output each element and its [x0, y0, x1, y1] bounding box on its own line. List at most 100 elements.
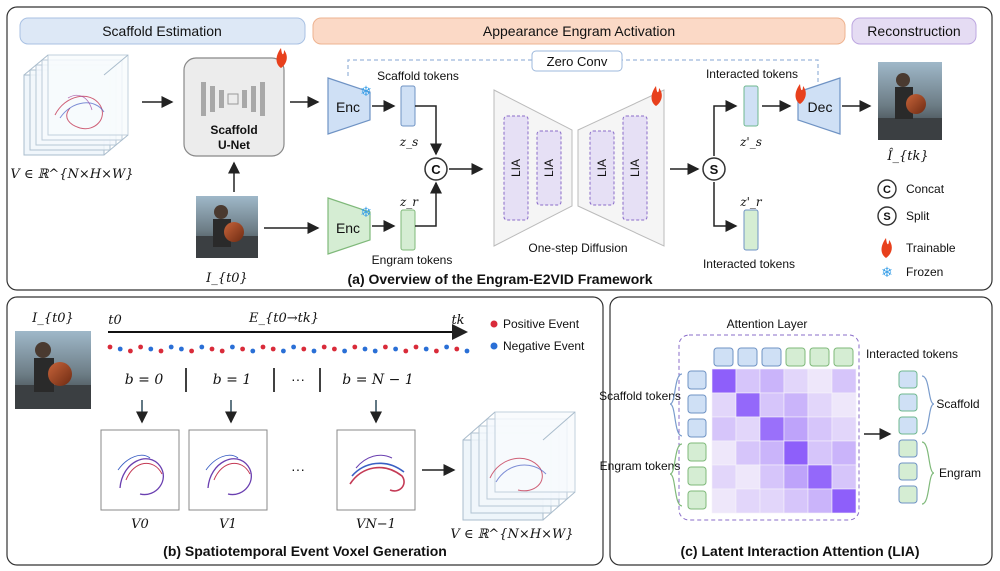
- attention-cell: [807, 392, 833, 418]
- interacted-engram-bar: [743, 209, 759, 251]
- voxel-label-n: VN−1: [356, 517, 396, 532]
- lia-block-4: [622, 115, 648, 221]
- interacted-token: [898, 416, 918, 435]
- zr-label: z_r: [399, 195, 419, 209]
- attention-cell: [807, 488, 833, 514]
- query-token: [809, 347, 830, 367]
- attention-cell: [783, 416, 809, 442]
- positive-event-dot: [138, 344, 144, 350]
- positive-event-dot: [240, 346, 246, 352]
- positive-event-dot: [270, 346, 276, 352]
- attention-layer-label: Attention Layer: [727, 317, 808, 331]
- query-token: [833, 347, 854, 367]
- arrow-split-to-zr-prime: [713, 182, 738, 232]
- lia-label-3: LIA: [595, 159, 609, 177]
- event-dot-row: [107, 344, 470, 354]
- voxel-cube-b: [462, 411, 576, 521]
- attention-cell: [759, 488, 785, 514]
- caption-c: (c) Latent Interaction Attention (LIA): [680, 543, 919, 559]
- stage-scaffold-pill: [19, 17, 306, 45]
- attention-cell: [807, 416, 833, 442]
- engram-enc-label: Enc: [336, 220, 360, 236]
- concat-node: [424, 157, 448, 181]
- concat-symbol: C: [431, 162, 441, 177]
- flame-icon: [795, 84, 806, 104]
- positive-event-dot: [158, 348, 164, 354]
- attention-cell: [735, 488, 761, 514]
- legend-concat-label: Concat: [906, 182, 945, 196]
- legend-split-label: Split: [906, 209, 930, 223]
- voxel-label-0: V0: [131, 517, 149, 532]
- query-token-row: [713, 347, 854, 367]
- interacted-scaffold-bar: [743, 85, 759, 127]
- negative-event-dot: [444, 344, 449, 350]
- scaffold-unet-block: [183, 57, 285, 157]
- query-token: [785, 347, 806, 367]
- attention-cell: [831, 392, 857, 418]
- voxel-label-1: V1: [219, 517, 237, 532]
- engram-label-right: Engram: [939, 466, 981, 480]
- key-token: [687, 466, 707, 486]
- decoder: [797, 77, 841, 135]
- query-token: [761, 347, 782, 367]
- positive-event-dot: [352, 344, 358, 350]
- positive-event-dot: [189, 348, 195, 354]
- zs-label: z_s: [399, 135, 418, 149]
- t0-label: t0: [108, 313, 122, 328]
- attention-cell: [807, 464, 833, 490]
- scaffold-encoder: [327, 77, 371, 135]
- key-token-column: [687, 370, 707, 510]
- negative-event-dot: [393, 346, 398, 352]
- engram-brace-right: [921, 441, 935, 505]
- attention-layer-frame: [678, 334, 860, 521]
- attention-cell: [711, 464, 737, 490]
- attention-cell: [759, 368, 785, 394]
- engram-encoder: [327, 197, 371, 255]
- stage-activation-label: Appearance Engram Activation: [483, 23, 675, 39]
- voxel-label-ellipsis: ···: [291, 461, 305, 477]
- interacted-tokens-label-c: Interacted tokens: [866, 347, 958, 361]
- caption-b: (b) Spatiotemporal Event Voxel Generatio…: [163, 543, 447, 559]
- attention-cell: [711, 488, 737, 514]
- positive-event-dot: [127, 348, 133, 354]
- attention-cell: [759, 416, 785, 442]
- snowflake-icon: ❄: [360, 83, 372, 99]
- engram-brace-left: [669, 443, 683, 507]
- interacted-token: [898, 393, 918, 412]
- query-token: [737, 347, 758, 367]
- snowflake-icon: ❄: [881, 264, 893, 280]
- positive-event-dot: [490, 320, 498, 328]
- legend-negative-event: Negative Event: [503, 339, 585, 353]
- arrow-split-to-zs-prime: [713, 100, 738, 156]
- attention-cell: [807, 368, 833, 394]
- lia-label-1: LIA: [509, 159, 523, 177]
- input-frame-image: [196, 196, 258, 258]
- attention-cell: [831, 416, 857, 442]
- bin-label-1: b = 1: [213, 372, 252, 388]
- positive-event-dot: [434, 348, 439, 354]
- bin-label-ellipsis: ···: [291, 371, 305, 387]
- voxel-slice-n: [336, 429, 416, 511]
- tk-label: tk: [451, 313, 464, 328]
- attention-cell: [783, 368, 809, 394]
- dec-label: Dec: [808, 99, 833, 115]
- positive-event-dot: [107, 344, 113, 350]
- negative-event-dot: [250, 348, 256, 354]
- zero-conv-box: [531, 50, 623, 72]
- attention-cell: [735, 416, 761, 442]
- negative-event-dot: [281, 348, 286, 354]
- engram-tokens-label-c: Engram tokens: [600, 459, 681, 473]
- voxel-cube-a: [23, 54, 129, 156]
- engram-token-bar: [400, 209, 416, 251]
- attention-cell: [735, 464, 761, 490]
- unet-label-line1: Scaffold: [210, 123, 257, 137]
- scaffold-tokens-label: Scaffold tokens: [377, 69, 459, 83]
- voxel-label-a: V ∈ ℝ^{N×H×W}: [10, 167, 133, 182]
- legend-frozen-label: Frozen: [906, 265, 943, 279]
- interacted-tokens-label-top: Interacted tokens: [706, 67, 798, 81]
- split-node: [702, 157, 726, 181]
- legend-positive-event: Positive Event: [503, 317, 580, 331]
- lia-label-2: LIA: [542, 159, 556, 177]
- key-token: [687, 442, 707, 462]
- negative-event-dot: [179, 346, 184, 352]
